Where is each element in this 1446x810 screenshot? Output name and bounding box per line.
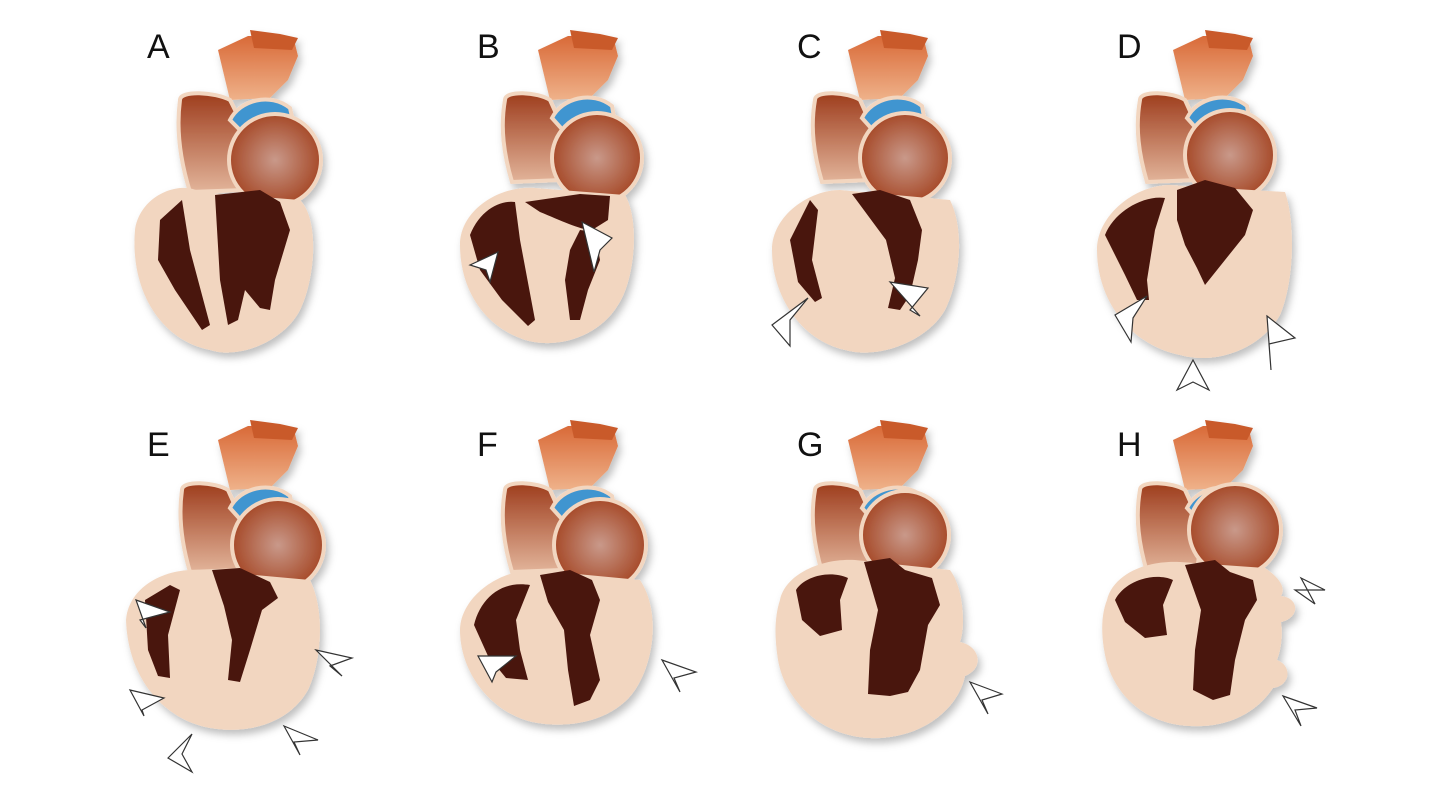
heart-variant-c-icon <box>771 30 960 353</box>
panel-e: E <box>120 410 440 810</box>
panel-c: C <box>760 20 1080 420</box>
heart-variant-f-icon <box>460 420 699 725</box>
panel-label-h: H <box>1117 426 1142 464</box>
panel-a: A <box>120 20 440 420</box>
panel-b: B <box>440 20 760 420</box>
panel-label-a: A <box>147 28 170 66</box>
panel-label-f: F <box>477 426 498 464</box>
heart-normal-icon <box>134 30 323 353</box>
heart-variant-g-icon <box>775 420 1004 739</box>
heart-variant-d-icon <box>1097 30 1297 392</box>
panel-label-b: B <box>477 28 500 66</box>
panel-label-e: E <box>147 426 170 464</box>
heart-variant-h-icon <box>1102 420 1326 727</box>
panel-label-c: C <box>797 28 822 66</box>
heart-variant-b-icon <box>460 30 644 344</box>
panel-label-g: G <box>797 426 824 464</box>
panel-label-d: D <box>1117 28 1142 66</box>
panel-d: D <box>1085 20 1405 420</box>
panel-g: G <box>760 410 1080 810</box>
panel-f: F <box>440 410 760 810</box>
heart-variant-e-icon <box>126 420 355 774</box>
panel-h: H <box>1085 410 1405 810</box>
